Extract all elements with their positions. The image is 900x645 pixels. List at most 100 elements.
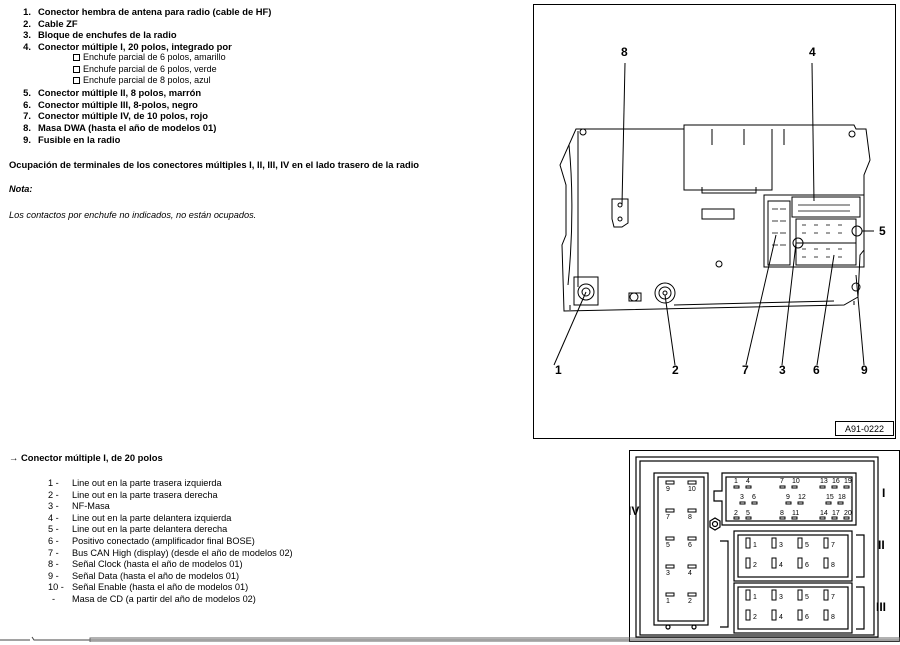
pin-item: 8 - Señal Clock (hasta el año de modelos … bbox=[48, 559, 293, 571]
pin-label: 7 bbox=[666, 514, 670, 521]
pin-label: 5 bbox=[805, 542, 809, 549]
component-number: 7. bbox=[23, 110, 31, 122]
component-item: 6. Conector múltiple III, 8-polos, negro bbox=[8, 99, 271, 111]
component-item: 2.Cable ZF bbox=[8, 18, 271, 30]
pin-contact bbox=[665, 536, 675, 541]
pin-contact bbox=[779, 485, 786, 489]
component-item: 3.Bloque de enchufes de la radio bbox=[8, 29, 271, 41]
pin-description: Masa de CD (a partir del año de modelos … bbox=[72, 593, 256, 604]
component-number: 9. bbox=[23, 133, 31, 145]
component-number: 1. bbox=[23, 6, 31, 17]
pin-description: NF-Masa bbox=[72, 501, 110, 512]
pin-contact bbox=[771, 609, 777, 621]
callout-8: 8 bbox=[621, 45, 628, 59]
component-item: 8. Masa DWA (hasta el año de modelos 01) bbox=[8, 122, 271, 134]
component-item: 1.Conector hembra de antena para radio (… bbox=[8, 6, 271, 18]
component-text: Conector múltiple I, 20 polos, integrado… bbox=[38, 40, 232, 52]
radio-rear-figure: 8 4 5 1 2 7 3 6 9 bbox=[533, 4, 896, 439]
pin-description: Line out en la parte trasera izquierda bbox=[72, 478, 222, 488]
pin-contact bbox=[745, 609, 751, 621]
component-text: Conector múltiple III, 8-polos, negro bbox=[38, 98, 198, 110]
pin-label: 6 bbox=[688, 542, 692, 549]
pin-contact bbox=[733, 516, 740, 520]
callout-9: 9 bbox=[861, 363, 868, 377]
radio-rear-drawing bbox=[553, 62, 874, 366]
pin-contact bbox=[665, 592, 675, 597]
connector-heading: → Conector múltiple I, de 20 polos bbox=[9, 452, 163, 463]
pin-contact bbox=[797, 557, 803, 569]
pin-contact bbox=[823, 537, 829, 549]
sub-connector-item: Enchufe parcial de 8 polos, azul bbox=[73, 75, 226, 87]
component-item: 9. Fusible en la radio bbox=[8, 134, 271, 146]
pin-label: 19 bbox=[844, 478, 852, 485]
pin-description: Positivo conectado (amplificador final B… bbox=[72, 535, 255, 546]
pin-contact bbox=[843, 516, 850, 520]
pin-label: 3 bbox=[740, 494, 744, 501]
component-text: Cable ZF bbox=[38, 17, 78, 29]
pin-contact bbox=[823, 589, 829, 601]
pin-number: 5 - bbox=[48, 524, 59, 535]
component-number: 8. bbox=[23, 121, 31, 133]
pin-contact bbox=[785, 501, 792, 505]
callout-5: 5 bbox=[879, 224, 886, 238]
pin-label: 16 bbox=[832, 478, 840, 485]
pin-label: 12 bbox=[798, 494, 806, 501]
component-number: 5. bbox=[23, 87, 31, 99]
pin-label: 8 bbox=[831, 562, 835, 569]
pin-contact bbox=[825, 501, 832, 505]
pin-label: 2 bbox=[734, 510, 738, 517]
pin-contact bbox=[771, 589, 777, 601]
sub-connector-item: Enchufe parcial de 6 polos, amarillo bbox=[73, 52, 226, 64]
pin-label: 18 bbox=[838, 494, 846, 501]
callout-1: 1 bbox=[555, 363, 562, 377]
component-number: 6. bbox=[23, 98, 31, 110]
pin-label: 6 bbox=[805, 614, 809, 621]
pin-contact bbox=[687, 508, 697, 513]
pin-description: Line out en la parte delantera izquierda bbox=[72, 512, 232, 523]
pin-contact bbox=[797, 537, 803, 549]
component-item: 4.Conector múltiple I, 20 polos, integra… bbox=[8, 41, 271, 53]
pin-label: 11 bbox=[792, 510, 799, 517]
callout-7: 7 bbox=[742, 363, 749, 377]
pin-contact bbox=[745, 589, 751, 601]
pin-item: 3 - NF-Masa bbox=[48, 501, 293, 513]
pin-description: Bus CAN High (display) (desde el año de … bbox=[72, 547, 293, 558]
pin-number: 8 - bbox=[48, 559, 59, 570]
pin-number: 4 - bbox=[48, 512, 59, 523]
pin-number: 3 - bbox=[48, 501, 59, 512]
pin-contact bbox=[797, 501, 804, 505]
pin-contact bbox=[819, 485, 826, 489]
pin-item: 9 -Señal Data (hasta el año de modelos 0… bbox=[48, 571, 293, 583]
pin-label: 8 bbox=[688, 514, 692, 521]
roman-I: I bbox=[882, 486, 885, 500]
page-bottom-border bbox=[0, 636, 900, 642]
component-text: Bloque de enchufes de la radio bbox=[38, 29, 177, 41]
pin-label: 13 bbox=[820, 478, 828, 485]
note-label: Nota: bbox=[9, 184, 33, 194]
component-text: Masa DWA (hasta el año de modelos 01) bbox=[38, 121, 217, 133]
pin-number: 10 - bbox=[48, 582, 64, 593]
pin-number: 2 - bbox=[48, 489, 59, 500]
pin-item: 1 -Line out en la parte trasera izquierd… bbox=[48, 478, 293, 490]
pin-label: 4 bbox=[746, 478, 750, 485]
pin-item: -Masa de CD (a partir del año de modelos… bbox=[48, 594, 293, 606]
pin-item: 2 -Line out en la parte trasera derecha bbox=[48, 490, 293, 502]
pin-description: Señal Clock (hasta el año de modelos 01) bbox=[72, 559, 243, 570]
pin-label: 8 bbox=[831, 614, 835, 621]
pin-label: 10 bbox=[792, 478, 800, 485]
pin-contact bbox=[745, 485, 752, 489]
component-text: Conector múltiple II, 8 polos, marrón bbox=[38, 87, 202, 99]
pin-label: 2 bbox=[688, 598, 692, 605]
pin-contact bbox=[687, 592, 697, 597]
component-item: 5. Conector múltiple II, 8 polos, marrón bbox=[8, 87, 271, 99]
pin-label: 5 bbox=[805, 594, 809, 601]
pin-contact bbox=[687, 480, 697, 485]
pin-contact bbox=[823, 557, 829, 569]
pin-contact bbox=[831, 485, 838, 489]
pin-label: 5 bbox=[666, 542, 670, 549]
pin-contact bbox=[751, 501, 758, 505]
pin-contact bbox=[771, 537, 777, 549]
component-text: Fusible en la radio bbox=[38, 133, 121, 145]
